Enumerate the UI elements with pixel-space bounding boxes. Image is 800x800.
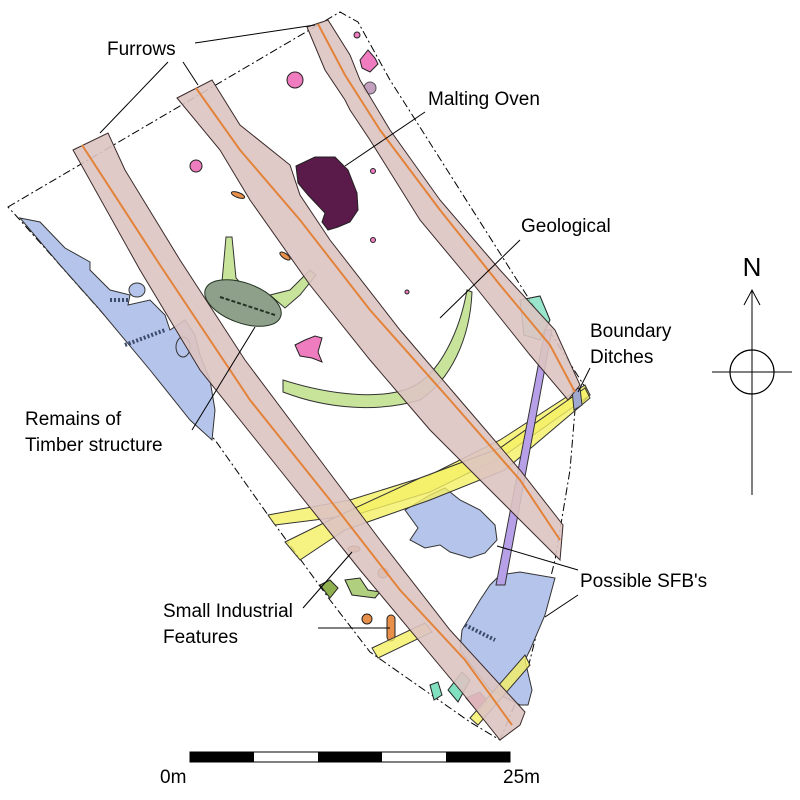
- label-industrial-2: Features: [163, 627, 238, 648]
- furrow-west: [72, 132, 526, 741]
- sfb-postholes: [110, 298, 496, 642]
- scale-bar: 0m 25m: [160, 751, 540, 788]
- label-possible-sfbs: Possible SFB's: [580, 571, 707, 592]
- north-label: N: [743, 252, 762, 282]
- geological-arc: [282, 289, 473, 409]
- label-timber-1: Remains of: [25, 409, 122, 430]
- furrows: [72, 19, 581, 741]
- label-boundary-ditches-2: Ditches: [590, 347, 653, 368]
- scale-start-label: 0m: [160, 767, 186, 788]
- furrow-east: [306, 19, 581, 401]
- timber-structure: [204, 279, 282, 327]
- pits: [189, 31, 410, 363]
- furrow-central: [176, 79, 564, 562]
- label-furrows: Furrows: [107, 39, 176, 60]
- scale-end-label: 25m: [503, 767, 540, 788]
- label-industrial-1: Small Industrial: [163, 601, 293, 622]
- sfb-posthole: [128, 282, 146, 298]
- north-arrow: N: [712, 252, 792, 495]
- label-boundary-ditches-1: Boundary: [590, 321, 672, 342]
- label-geological: Geological: [521, 216, 611, 237]
- malting-oven: [295, 156, 359, 231]
- leader-lines: [99, 24, 591, 629]
- label-timber-2: Timber structure: [25, 435, 163, 456]
- label-malting-oven: Malting Oven: [428, 89, 540, 110]
- site-boundary: [7, 11, 591, 741]
